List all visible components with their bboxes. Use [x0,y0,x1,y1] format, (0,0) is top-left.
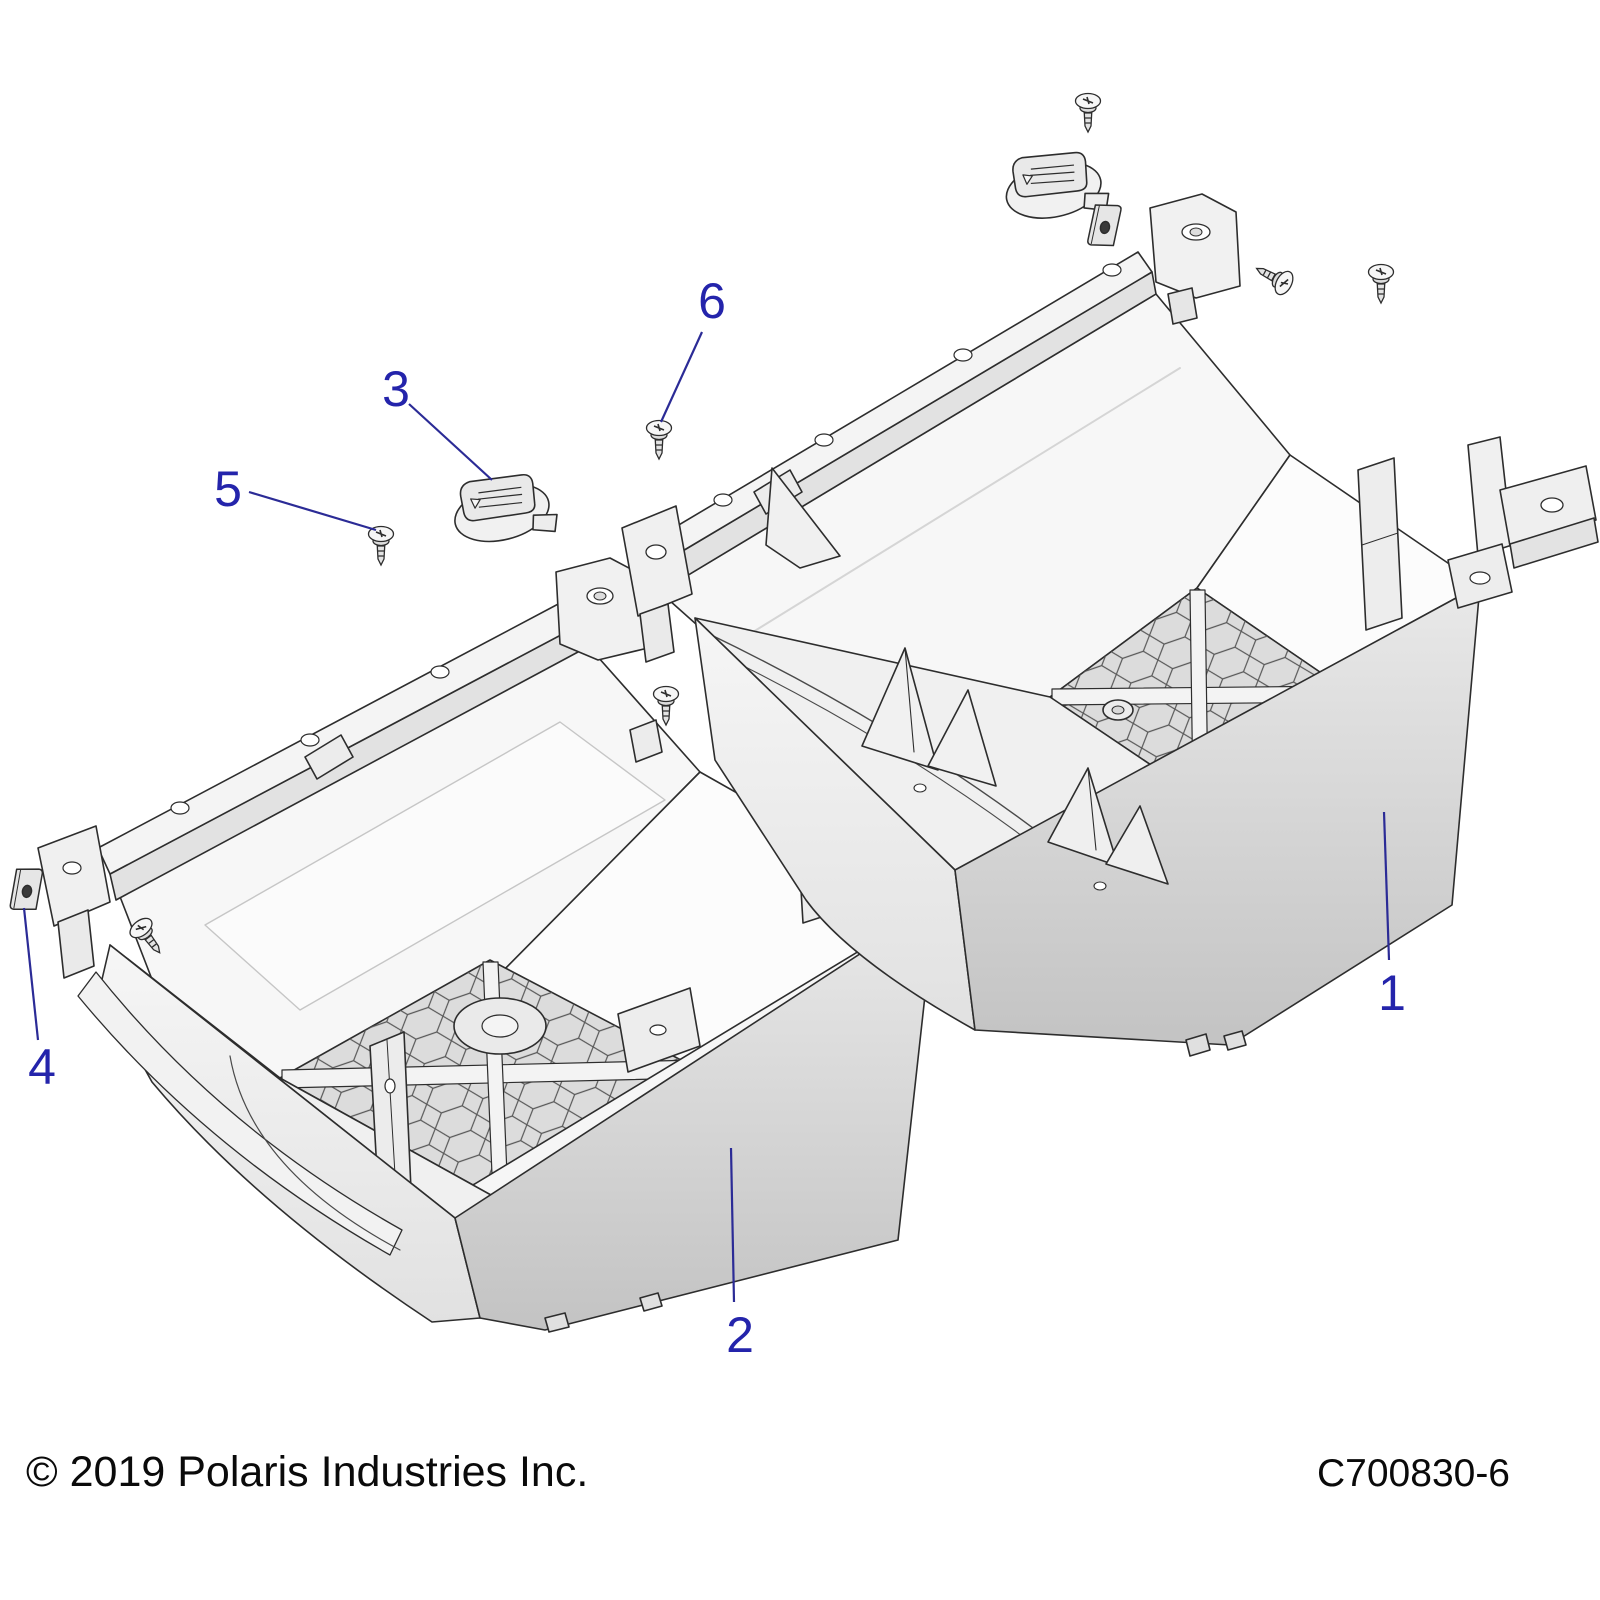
callout-5[interactable]: 5 [214,461,242,517]
callout-6[interactable]: 6 [698,273,726,329]
leader-1 [1382,811,1391,961]
leader-3 [408,403,493,481]
p1-corner-post-nub [1167,287,1198,325]
callout-1[interactable]: 1 [1378,965,1406,1021]
copyright-text: © 2019 Polaris Industries Inc. [26,1448,589,1496]
p1-gusset-a2 [927,689,997,787]
p1-foot-b [1223,1030,1247,1051]
screw-upper-right-b-icon [1367,263,1395,304]
p2-flange-end-tab [57,909,95,979]
leader-5 [248,490,377,532]
leader-4 [22,907,40,1041]
rivet-clip-3-icon [445,462,562,556]
p2-front-face [454,904,936,1331]
p1-flange-end [621,505,693,617]
part-1-footwell-right [621,193,1599,1057]
screw-5-icon [367,525,395,566]
p1-right-face [954,584,1481,1046]
callout-leader-lines [22,331,1391,1303]
screw-mid-icon [652,685,680,726]
screw-6-icon [645,419,673,460]
screw-upper-right-a-icon [1249,256,1298,299]
leader-2 [729,1147,736,1303]
p1-gusset-b1 [1047,767,1119,867]
leader-6 [659,331,704,423]
p1-right-bracket-flap [1509,517,1599,569]
p1-right-fin-a [1357,457,1403,631]
u-nut-4-icon [8,864,44,914]
p2-rim-lip [77,971,403,1256]
diagram-code: C700830-6 [1317,1452,1510,1495]
callout-2[interactable]: 2 [726,1307,754,1363]
p1-gusset-b2 [1105,805,1169,885]
p1-corner-post [1149,193,1241,299]
callout-3[interactable]: 3 [382,361,410,417]
p2-rim-tab-small [629,719,663,763]
p2-flange-end [37,825,111,927]
p1-flange-end-tab [639,603,675,663]
p1-rim-fin [765,467,841,569]
screw-top-icon [1074,92,1102,133]
p2-foot-b [639,1292,663,1312]
callout-labels: 1 2 3 4 5 6 [28,273,1406,1363]
p1-foot-a [1185,1033,1211,1057]
callout-4[interactable]: 4 [28,1039,56,1095]
p2-step [204,721,666,1011]
p2-flange-step [304,734,354,780]
p2-foot-a [544,1312,570,1333]
p1-gusset-a1 [861,647,939,771]
p1-outer-left-face [694,617,976,1031]
